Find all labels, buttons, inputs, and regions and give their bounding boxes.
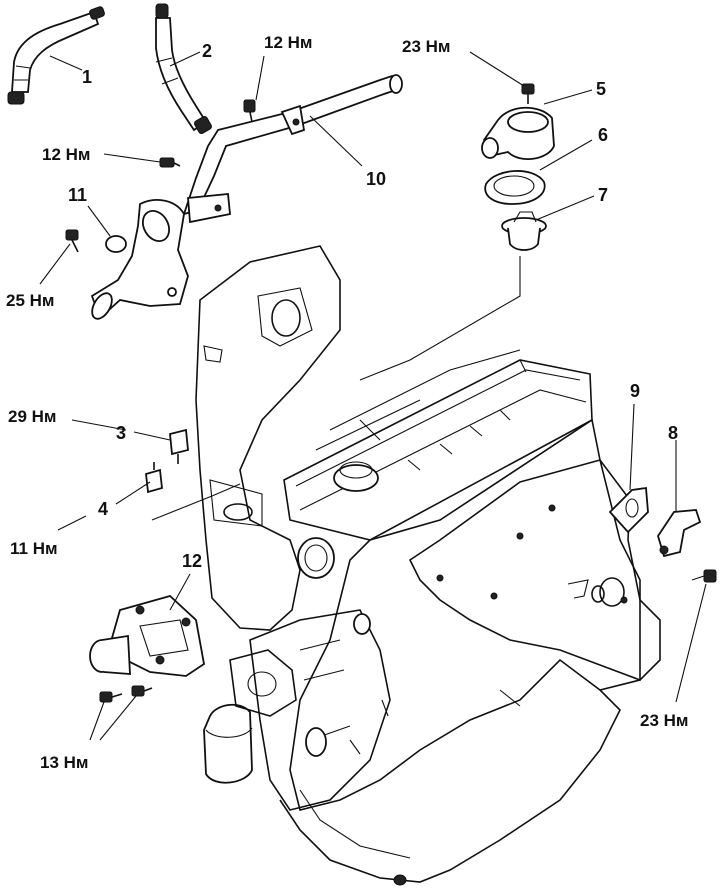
- label-part-3: 3: [116, 423, 127, 443]
- thermostat-7: [501, 211, 547, 251]
- label-part-7: 7: [598, 185, 609, 205]
- sensor-4: [145, 462, 163, 494]
- label-part-11: 11: [68, 185, 88, 205]
- bolt-12nm-left: [159, 157, 181, 168]
- leader-lines: [39, 51, 707, 741]
- label-part-8: 8: [668, 423, 679, 443]
- bolt-23nm-top: [521, 83, 535, 104]
- bolt-12nm-top: [243, 99, 256, 123]
- thermostat-housing-5: [481, 106, 555, 160]
- bolt-25nm: [65, 229, 79, 253]
- fitting-8: [657, 509, 702, 558]
- torque-label-12nm-left: 12 Нм: [42, 145, 91, 164]
- torque-label-23nm-top: 23 Нм: [402, 37, 451, 56]
- hose-1: [7, 6, 105, 105]
- torque-label-29nm: 29 Нм: [8, 407, 57, 426]
- label-part-4: 4: [98, 499, 109, 519]
- label-part-5: 5: [596, 79, 607, 99]
- torque-label-12nm-top: 12 Нм: [264, 33, 313, 52]
- water-pump-12: [89, 594, 205, 677]
- bolt-13nm-a: [99, 691, 123, 703]
- label-part-1: 1: [82, 67, 93, 87]
- o-ring-11: [105, 235, 127, 253]
- label-part-2: 2: [202, 41, 213, 61]
- label-part-10: 10: [366, 169, 387, 189]
- label-part-6: 6: [598, 125, 609, 145]
- torque-label-13nm: 13 Нм: [40, 753, 89, 772]
- water-pipe-10: [182, 74, 403, 224]
- bolt-23nm-right: [703, 569, 717, 583]
- label-part-12: 12: [182, 551, 203, 571]
- torque-label-11nm: 11 Нм: [10, 539, 58, 558]
- torque-label-25nm: 25 Нм: [6, 291, 55, 310]
- bolt-13nm-b: [131, 685, 153, 697]
- gasket-9: [608, 486, 649, 534]
- gasket-6: [484, 170, 546, 205]
- hose-2: [155, 3, 212, 134]
- water-outlet-fitting: [90, 199, 189, 320]
- sensor-3: [169, 428, 189, 464]
- label-part-9: 9: [630, 381, 641, 401]
- engine-block: [195, 245, 661, 886]
- torque-label-23nm-right: 23 Нм: [640, 711, 689, 730]
